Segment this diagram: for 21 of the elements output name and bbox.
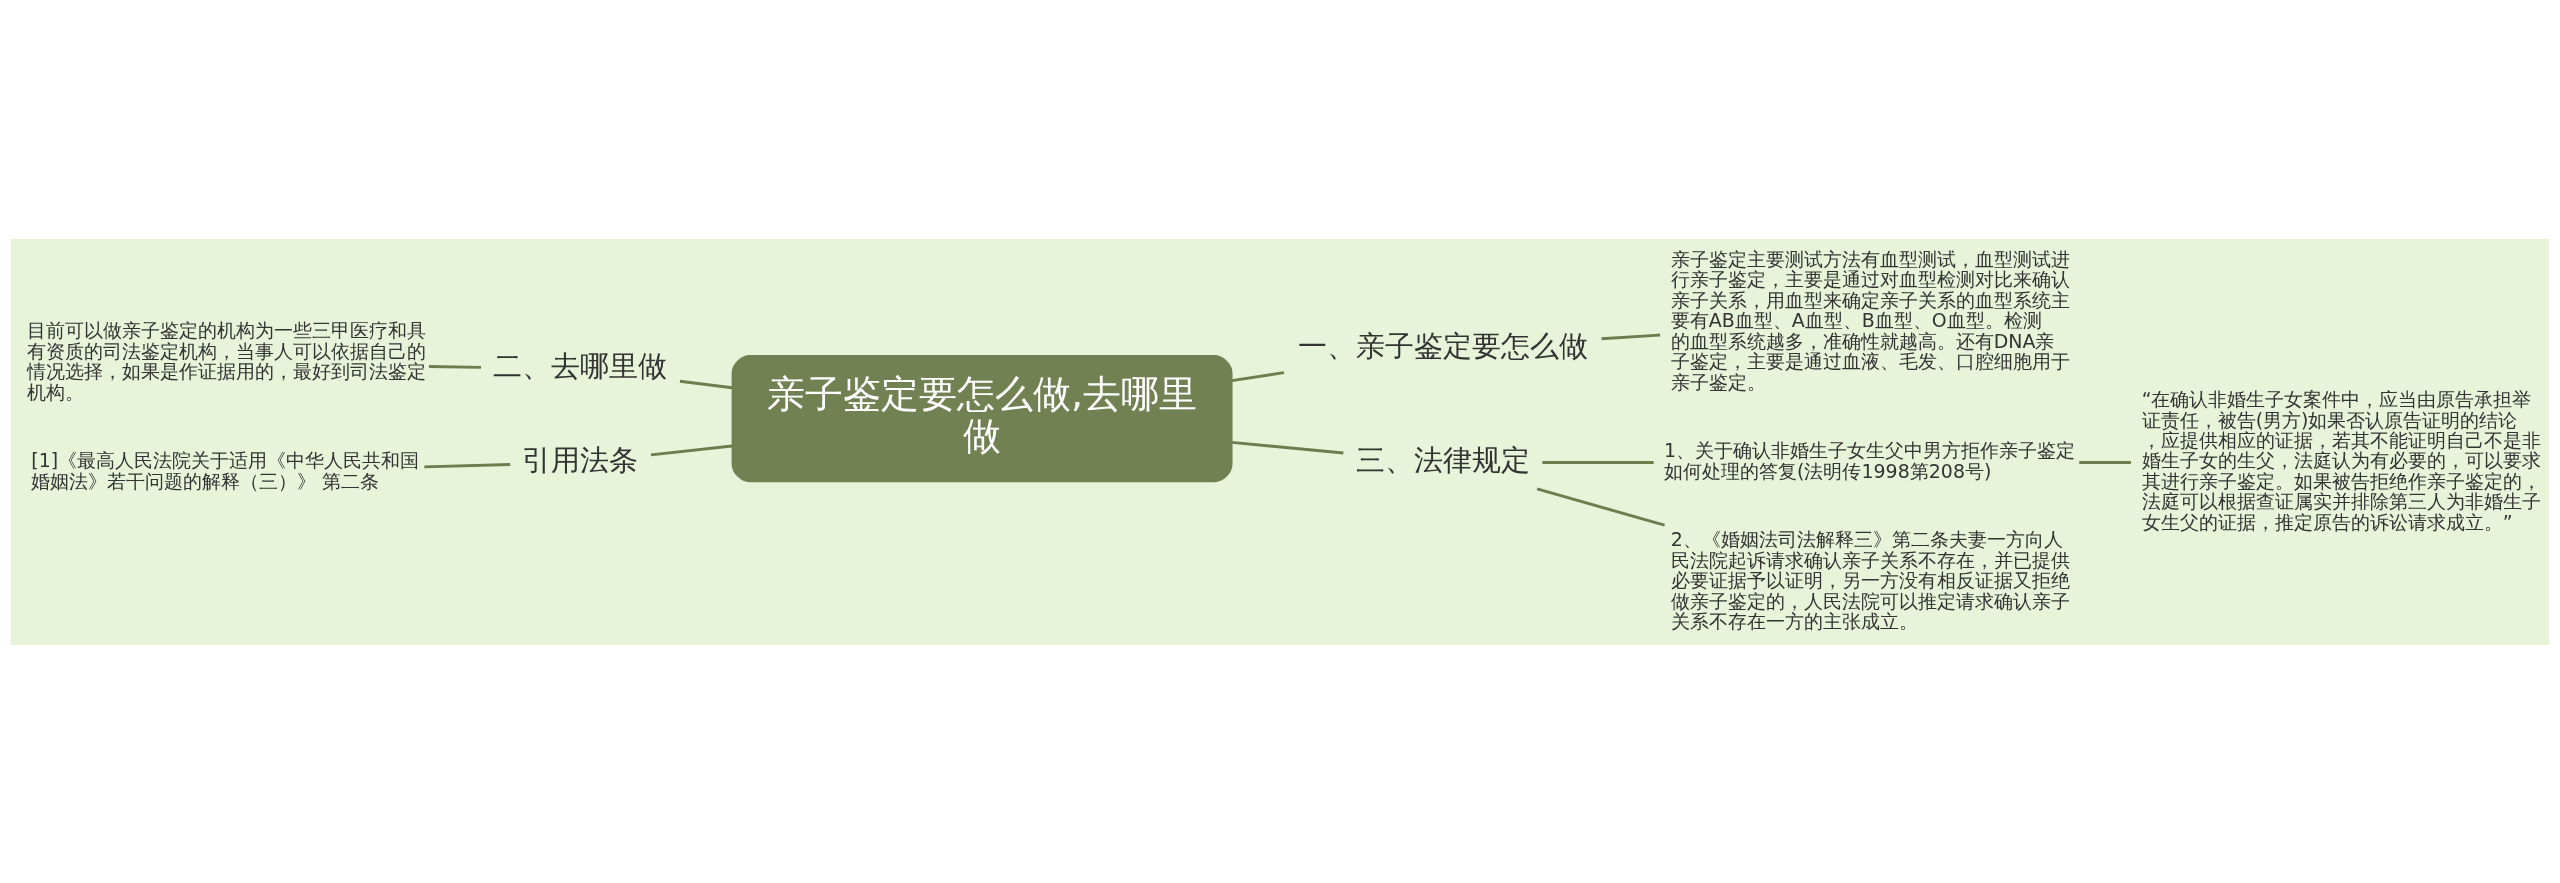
node-text: 1、关于确认非婚生子女生父中男方拒作亲子鉴定如何处理的答复(法明传1998第208号) — [1664, 438, 2076, 482]
connector — [1231, 370, 1285, 382]
node-text: 一、亲子鉴定要怎么做 — [1297, 328, 1588, 363]
connector — [679, 379, 733, 389]
connector — [424, 462, 511, 468]
node-text: 二、去哪里做 — [493, 348, 668, 383]
connector — [2079, 460, 2131, 464]
connector — [650, 444, 733, 456]
connector — [1542, 460, 1654, 464]
connector — [1601, 333, 1661, 340]
node-text: 亲子鉴定主要测试方法有血型测试，血型测试进行亲子鉴定，主要是通过对血型检测对比来确认亲子关系，用血型来确定亲子关系的血型系统主要有AB血型、A血型、B血型、O血型。检测的血型系统越多，准确性就越高。还有DNA亲子鉴定，主要是通过血液、毛发、口腔细胞用于亲子鉴定。 — [1670, 247, 2070, 393]
connector — [1536, 486, 1665, 527]
node-box: 亲子鉴定要怎么做,去哪里做 — [731, 354, 1233, 482]
node-text: 目前可以做亲子鉴定的机构为一些三甲医疗和具有资质的司法鉴定机构，当事人可以依据自己的情况选择，如果是作证据用的，最好到司法鉴定机构。 — [26, 318, 426, 403]
node-text: [1]《最高人民法院关于适用《中华人民共和国婚姻法》若干问题的解释（三）》 第二条 — [31, 448, 420, 492]
connector — [1231, 440, 1344, 455]
node-text: 2、《婚姻法司法解释三》第二条夫妻一方向人民法院起诉请求确认亲子关系不存在，并已提供必要证据予以证明，另一方没有相反证据又拒绝做亲子鉴定的，人民法院可以推定请求确认亲子关系不存在一方的主张成立。 — [1670, 527, 2070, 632]
node-text: 三、法律规定 — [1355, 442, 1530, 477]
connector — [429, 364, 482, 369]
node-text: 引用法条 — [522, 442, 639, 477]
node-text: “在确认非婚生子女案件中，应当由原告承担举证责任，被告(男方)如果否认原告证明的结论，应提供相应的证据，若其不能证明自己不是非婚生子女的生父，法庭认为有必要的，可以要求其进行亲子鉴定。如果被告拒绝作亲子鉴定的，法庭可以根据查证属实并排除第三人为非婚生子女生父的证据，推定原告的诉讼请求成立。” — [2141, 387, 2541, 533]
